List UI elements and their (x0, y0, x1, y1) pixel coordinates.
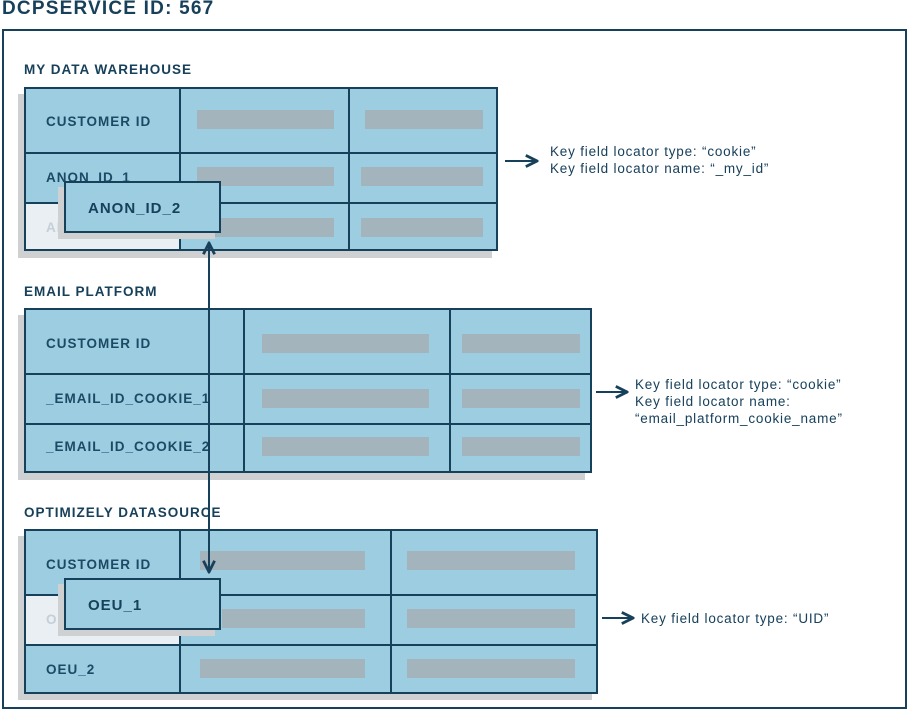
overlay-label: ANON_ID_2 (88, 200, 182, 217)
overlay-anon-id-2: ANON_ID_2 (64, 181, 221, 233)
column-divider (179, 87, 181, 251)
row-divider (24, 152, 498, 154)
note-line: Key field locator name: (635, 394, 791, 409)
row-divider (24, 202, 498, 204)
placeholder-bar (462, 389, 580, 408)
overlay-label: OEU_1 (88, 597, 143, 614)
placeholder-bar (407, 659, 575, 678)
row-label-oeu-2: OEU_2 (46, 662, 96, 677)
placeholder-bar (407, 551, 575, 570)
column-divider (449, 308, 451, 473)
overlay-oeu-1: OEU_1 (64, 578, 221, 630)
placeholder-bar (197, 167, 334, 186)
placeholder-bar (365, 110, 483, 129)
placeholder-bar (361, 167, 483, 186)
note-line: Key field locator type: “cookie” (550, 144, 757, 159)
row-divider (24, 423, 592, 425)
placeholder-bar (407, 609, 575, 628)
column-divider (243, 308, 245, 473)
page-title: DCPSERVICE ID: 567 (2, 0, 215, 19)
placeholder-bar (200, 551, 365, 570)
row-label-customer-id: CUSTOMER ID (46, 557, 152, 572)
placeholder-bar (262, 389, 429, 408)
note-line: Key field locator name: “_my_id” (550, 161, 770, 176)
note-line: Key field locator type: “cookie” (635, 377, 842, 392)
placeholder-bar (222, 609, 365, 628)
row-label-email-cookie-1: _EMAIL_ID_COOKIE_1 (46, 391, 211, 406)
row-label-faded: OE (46, 612, 68, 627)
row-divider (24, 373, 592, 375)
section-title-warehouse: MY DATA WAREHOUSE (24, 62, 193, 77)
row-label-email-cookie-2: _EMAIL_ID_COOKIE_2 (46, 439, 211, 454)
note-line: Key field locator type: “UID” (641, 611, 830, 626)
row-divider (24, 644, 598, 646)
row-label-customer-id: CUSTOMER ID (46, 114, 152, 129)
note-email: Key field locator type: “cookie” Key fie… (635, 376, 843, 427)
column-divider (390, 529, 392, 694)
row-label-faded: AN (46, 220, 68, 235)
service-frame (2, 29, 907, 709)
placeholder-bar (262, 334, 429, 353)
placeholder-bar (262, 437, 429, 456)
placeholder-bar (197, 218, 334, 237)
placeholder-bar (462, 334, 580, 353)
placeholder-bar (197, 110, 334, 129)
note-line: “email_platform_cookie_name” (635, 411, 843, 426)
placeholder-bar (200, 659, 365, 678)
section-title-email: EMAIL PLATFORM (24, 284, 158, 299)
section-title-optimizely: OPTIMIZELY DATASOURCE (24, 505, 222, 520)
note-optimizely: Key field locator type: “UID” (641, 610, 829, 627)
column-divider (348, 87, 350, 251)
row-divider (24, 594, 598, 596)
placeholder-bar (462, 437, 580, 456)
note-warehouse: Key field locator type: “cookie” Key fie… (550, 143, 769, 177)
placeholder-bar (361, 218, 483, 237)
row-label-customer-id: CUSTOMER ID (46, 336, 152, 351)
